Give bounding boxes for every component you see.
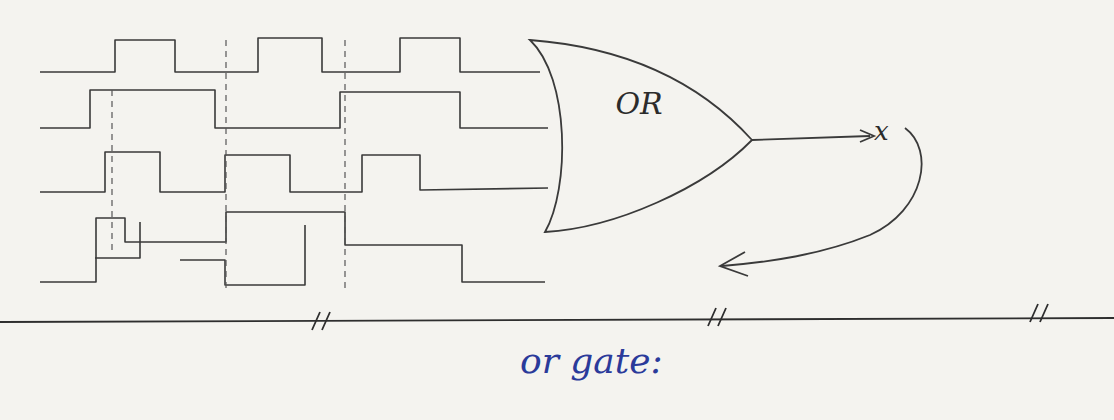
waveform-4 [40, 212, 545, 282]
handwritten-note: or gate: [520, 340, 663, 381]
or-gate: OR [525, 38, 753, 234]
timing-guide [225, 40, 226, 290]
waveform-3-alt [95, 222, 305, 285]
break-mark [1030, 304, 1048, 322]
break-mark [312, 312, 330, 330]
timing-guide [344, 40, 345, 290]
waveform-2 [40, 90, 548, 128]
gate-label: OR [525, 86, 753, 121]
baseline-rule [0, 318, 1114, 322]
output-arrowhead [860, 130, 874, 142]
waveform-1 [40, 38, 540, 72]
timing-guide [111, 90, 112, 250]
feedback-arrowhead [720, 252, 748, 276]
or-gate-outline [525, 38, 753, 234]
output-wire [752, 136, 870, 140]
waveform-3 [40, 152, 548, 192]
break-mark [708, 308, 726, 326]
output-signal-name: x [874, 116, 889, 146]
feedback-arrow [722, 128, 922, 266]
